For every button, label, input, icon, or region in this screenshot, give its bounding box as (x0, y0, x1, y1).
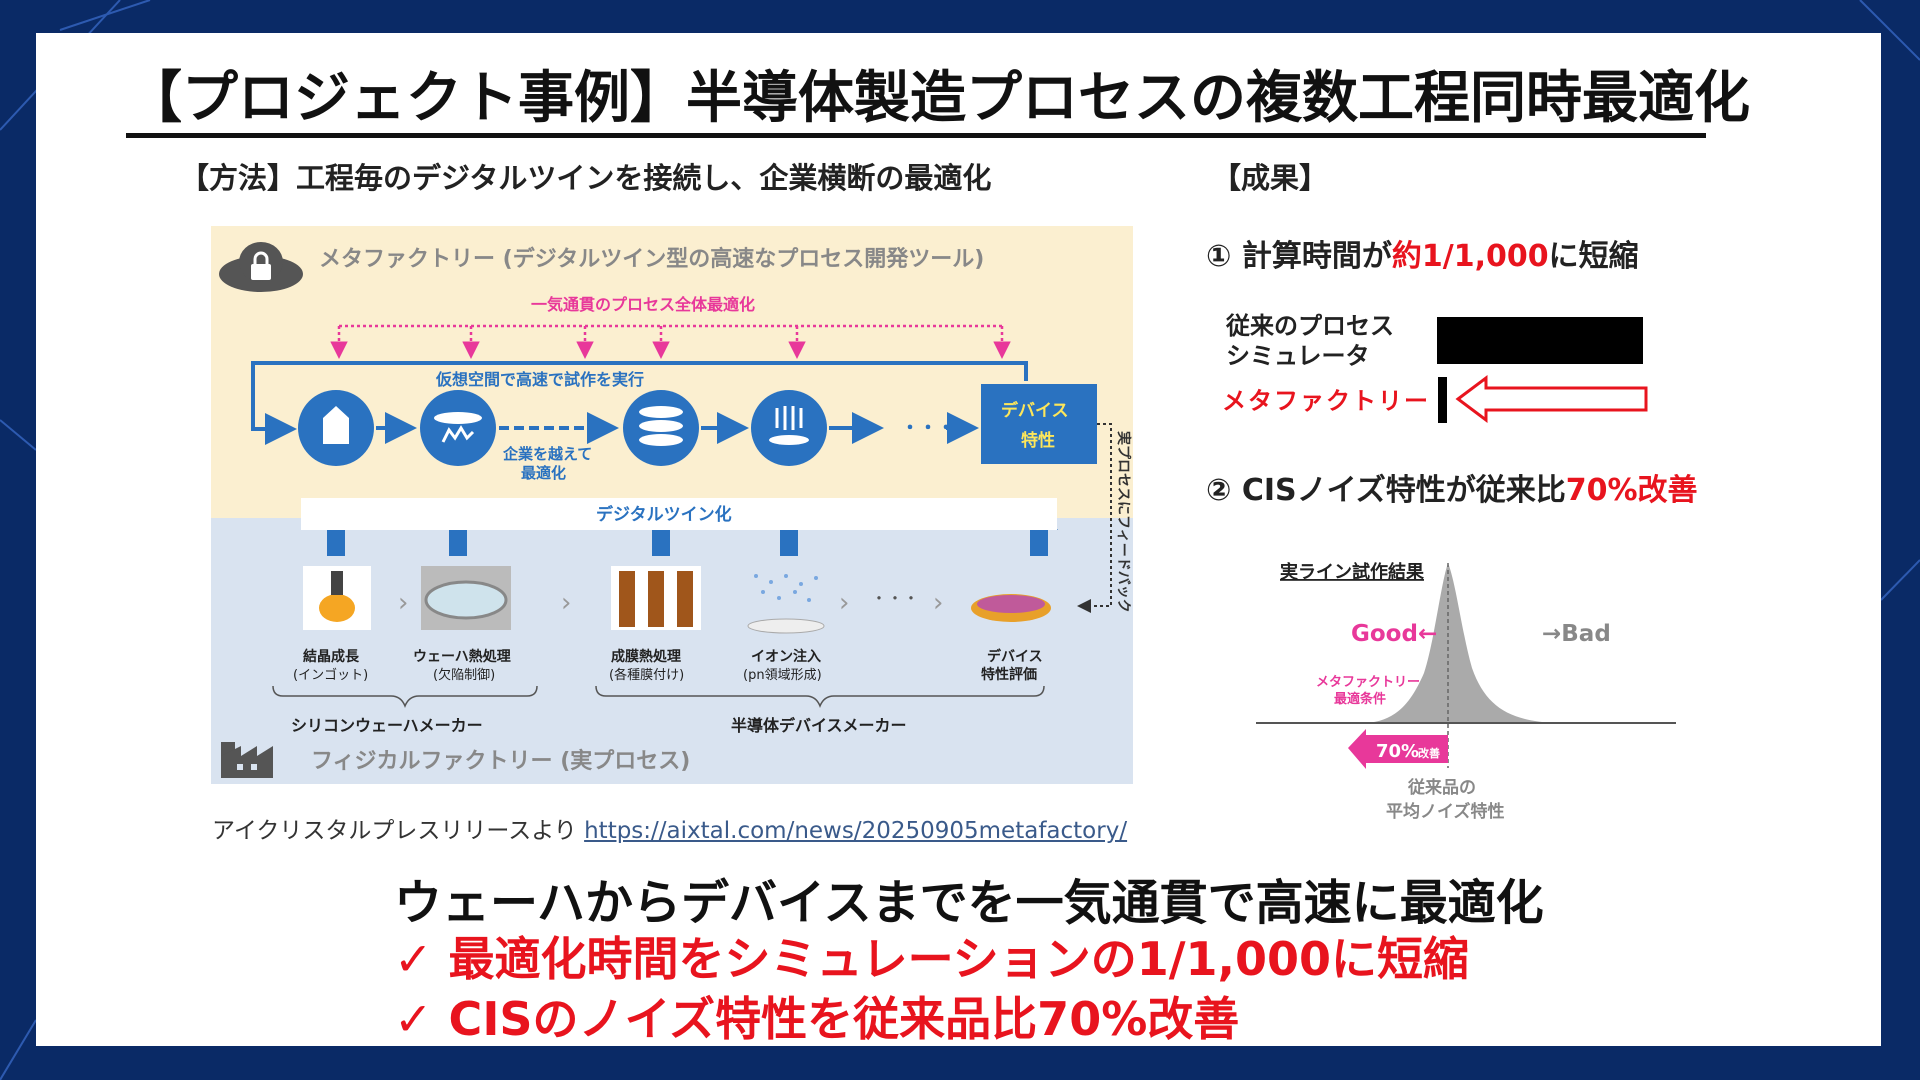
cross-company-label-2: 最適化 (521, 464, 566, 482)
conventional-label: 従来のプロセス シミュレータ (1226, 311, 1394, 371)
step-1-sub: (インゴット) (293, 667, 368, 683)
step-3-name: 成膜熱処理 (611, 648, 681, 665)
meta-cond-1: メタファクトリー (1316, 675, 1420, 690)
meta-label: メタファクトリー (1222, 387, 1430, 415)
result-heading: 【成果】 (1212, 161, 1329, 195)
virtual-trial-label: 仮想空間で高速で試作を実行 (435, 370, 644, 389)
chevron-1: › (398, 588, 408, 618)
avg-label-2: 平均ノイズ特性 (1386, 801, 1505, 822)
result-2-highlight: 70%改善 (1565, 473, 1698, 508)
method-heading: 【方法】工程毎のデジタルツインを接続し、企業横断の最適化 (180, 161, 992, 195)
source-prefix: アイクリスタルプレスリリースより (212, 818, 577, 844)
title-divider (126, 133, 1706, 138)
device-label-1: デバイス (1001, 400, 1069, 421)
overall-opt-label: 一気通貫のプロセス全体最適化 (531, 295, 755, 314)
node-crystal (298, 390, 374, 466)
photo-dots: ・・・ (871, 589, 919, 608)
brace-device (595, 685, 1045, 709)
result-1-prefix: ① 計算時間が (1206, 239, 1392, 274)
photo-device (971, 594, 1051, 622)
meta-bar (1438, 377, 1447, 423)
brace-silicon (272, 685, 538, 709)
step-5-sub: 特性評価 (981, 666, 1037, 683)
improve-value: 70% (1376, 741, 1419, 762)
node-device (981, 384, 1097, 464)
device-maker-label: 半導体デバイスメーカー (731, 716, 907, 735)
left-arrow-icon (1455, 375, 1648, 423)
chevron-2: › (561, 588, 571, 618)
feedback-label: 実プロセスにフィードバック (1115, 431, 1132, 613)
step-1-name: 結晶成長 (303, 648, 360, 665)
photo-wafer (421, 566, 511, 630)
step-5-name: デバイス (987, 648, 1043, 665)
slide: 【プロジェクト事例】半導体製造プロセスの複数工程同時最適化 【方法】工程毎のデジ… (36, 33, 1881, 1046)
silicon-maker-label: シリコンウェーハメーカー (291, 716, 483, 735)
photo-film (611, 566, 701, 630)
summary-main: ウェーハからデバイスまでを一気通貫で高速に最適化 (394, 875, 1544, 931)
good-label: Good← (1351, 621, 1437, 647)
result-2: ② CISノイズ特性が従来比70%改善 (1206, 465, 1698, 509)
chevron-4: › (933, 588, 943, 618)
result-1: ① 計算時間が約1/1,000に短縮 (1206, 231, 1639, 275)
step-4-sub: (pn領域形成) (743, 667, 822, 683)
improve-arrow (1348, 729, 1448, 769)
meta-cond-2: 最適条件 (1334, 691, 1386, 707)
noise-distribution-chart: 実ライン試作結果 Good← →Bad メタファクトリー 最適条件 70% 改善… (1256, 561, 1676, 822)
digital-twin-bar (301, 498, 1057, 530)
metafactory-diagram: メタファクトリー (デジタルツイン型の高速なプロセス開発ツール) 一気通貫のプロ… (211, 226, 1133, 784)
node-wafer-heat (420, 390, 496, 466)
physical-factory-label: フィジカルファクトリー (実プロセス) (311, 748, 690, 774)
physical-zone (211, 518, 1133, 784)
photo-crystal (303, 566, 371, 630)
conventional-label-1: 従来のプロセス (1226, 312, 1394, 340)
page-title: 【プロジェクト事例】半導体製造プロセスの複数工程同時最適化 (126, 66, 1750, 131)
node-ion (751, 390, 827, 466)
digital-twin-label: デジタルツイン化 (596, 504, 732, 525)
photo-ion (747, 574, 825, 634)
chart-title: 実ライン試作結果 (1280, 561, 1425, 583)
step-3-sub: (各種膜付け) (609, 667, 684, 683)
step-4-name: イオン注入 (751, 648, 821, 665)
avg-label-1: 従来品の (1407, 777, 1476, 798)
bad-label: →Bad (1542, 621, 1611, 647)
step-2-sub: (欠陥制御) (433, 667, 495, 683)
cloud-lock-icon (219, 242, 303, 292)
meta-factory-label: メタファクトリー (デジタルツイン型の高速なプロセス開発ツール) (319, 246, 984, 272)
distribution-curve (1366, 563, 1556, 723)
conventional-bar (1437, 317, 1643, 364)
device-label-2: 特性 (1021, 430, 1055, 451)
improve-suffix: 改善 (1418, 746, 1440, 760)
source-link[interactable]: https://aixtal.com/news/20250905metafact… (584, 818, 1128, 844)
factory-icon (221, 742, 273, 778)
conventional-label-2: シミュレータ (1226, 342, 1370, 370)
source-citation: アイクリスタルプレスリリースより https://aixtal.com/news… (212, 811, 1127, 845)
summary-item-2: ✓ CISのノイズ特性を従来品比70%改善 (394, 992, 1240, 1046)
node-film (623, 390, 699, 466)
meta-zone (211, 226, 1133, 518)
result-1-suffix: に短縮 (1548, 239, 1639, 274)
summary-item-1: ✓ 最適化時間をシミュレーションの1/1,000に短縮 (394, 932, 1470, 986)
step-2-name: ウェーハ熱処理 (413, 648, 511, 665)
result-2-prefix: ② CISノイズ特性が従来比 (1206, 473, 1566, 508)
chevron-3: › (839, 588, 849, 618)
flow-dots: ・・・ (901, 418, 955, 439)
cross-company-label-1: 企業を越えて (502, 445, 592, 463)
result-1-highlight: 約1/1,000 (1391, 239, 1549, 274)
